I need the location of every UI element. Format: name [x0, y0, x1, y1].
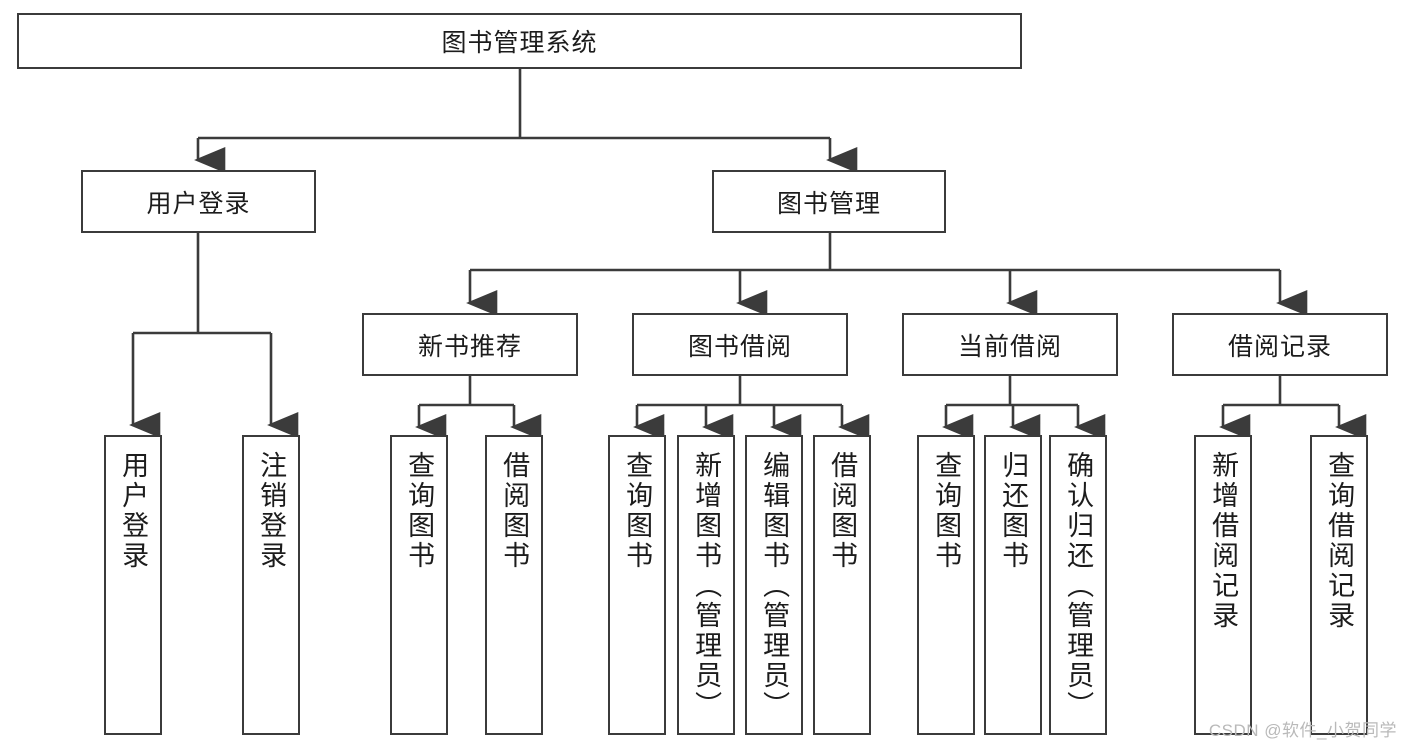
node-label: 新书推荐 — [417, 332, 522, 361]
node-label: 注销登录 — [256, 451, 287, 571]
node-label: 新增借阅记录 — [1208, 451, 1239, 631]
node-book-management[interactable]: 图书管理 — [712, 170, 946, 233]
node-book-borrow[interactable]: 图书借阅 — [632, 313, 848, 376]
leaf-borrow-add-book[interactable]: 新增图书（管理员） — [677, 435, 735, 735]
node-label: 图书借阅 — [687, 332, 792, 361]
node-label: 查询图书 — [931, 451, 962, 571]
node-label: 借阅记录 — [1227, 332, 1332, 361]
node-label: 借阅图书 — [499, 451, 530, 571]
leaf-user-login-login[interactable]: 用户登录 — [104, 435, 162, 735]
leaf-borrow-borrow-book[interactable]: 借阅图书 — [813, 435, 871, 735]
leaf-borrow-query-book[interactable]: 查询图书 — [608, 435, 666, 735]
leaf-new-book-borrow[interactable]: 借阅图书 — [485, 435, 543, 735]
node-label: 图书管理 — [776, 189, 881, 218]
node-label: 编辑图书（管理员） — [759, 451, 790, 721]
node-borrow-record[interactable]: 借阅记录 — [1172, 313, 1388, 376]
node-user-login[interactable]: 用户登录 — [81, 170, 316, 233]
leaf-user-login-logout[interactable]: 注销登录 — [242, 435, 300, 735]
leaf-record-add[interactable]: 新增借阅记录 — [1194, 435, 1252, 735]
leaf-current-query-book[interactable]: 查询图书 — [917, 435, 975, 735]
node-label: 归还图书 — [998, 451, 1029, 571]
node-current-borrow[interactable]: 当前借阅 — [902, 313, 1118, 376]
node-new-book-recommend[interactable]: 新书推荐 — [362, 313, 578, 376]
node-label: 查询图书 — [622, 451, 653, 571]
node-label: 新增图书（管理员） — [691, 451, 722, 721]
leaf-new-book-query[interactable]: 查询图书 — [390, 435, 448, 735]
leaf-current-confirm-return[interactable]: 确认归还（管理员） — [1049, 435, 1107, 735]
node-label: 用户登录 — [118, 451, 149, 571]
node-label: 查询借阅记录 — [1324, 451, 1355, 631]
node-label: 确认归还（管理员） — [1063, 451, 1094, 721]
leaf-borrow-edit-book[interactable]: 编辑图书（管理员） — [745, 435, 803, 735]
node-root-system[interactable]: 图书管理系统 — [17, 13, 1022, 69]
node-label: 用户登录 — [146, 189, 251, 218]
leaf-current-return-book[interactable]: 归还图书 — [984, 435, 1042, 735]
leaf-record-query[interactable]: 查询借阅记录 — [1310, 435, 1368, 735]
node-label: 图书管理系统 — [441, 29, 598, 57]
node-label: 当前借阅 — [957, 332, 1062, 361]
watermark-text: CSDN @软件_小贺同学 — [1208, 721, 1397, 740]
node-label: 借阅图书 — [827, 451, 858, 571]
node-label: 查询图书 — [404, 451, 435, 571]
